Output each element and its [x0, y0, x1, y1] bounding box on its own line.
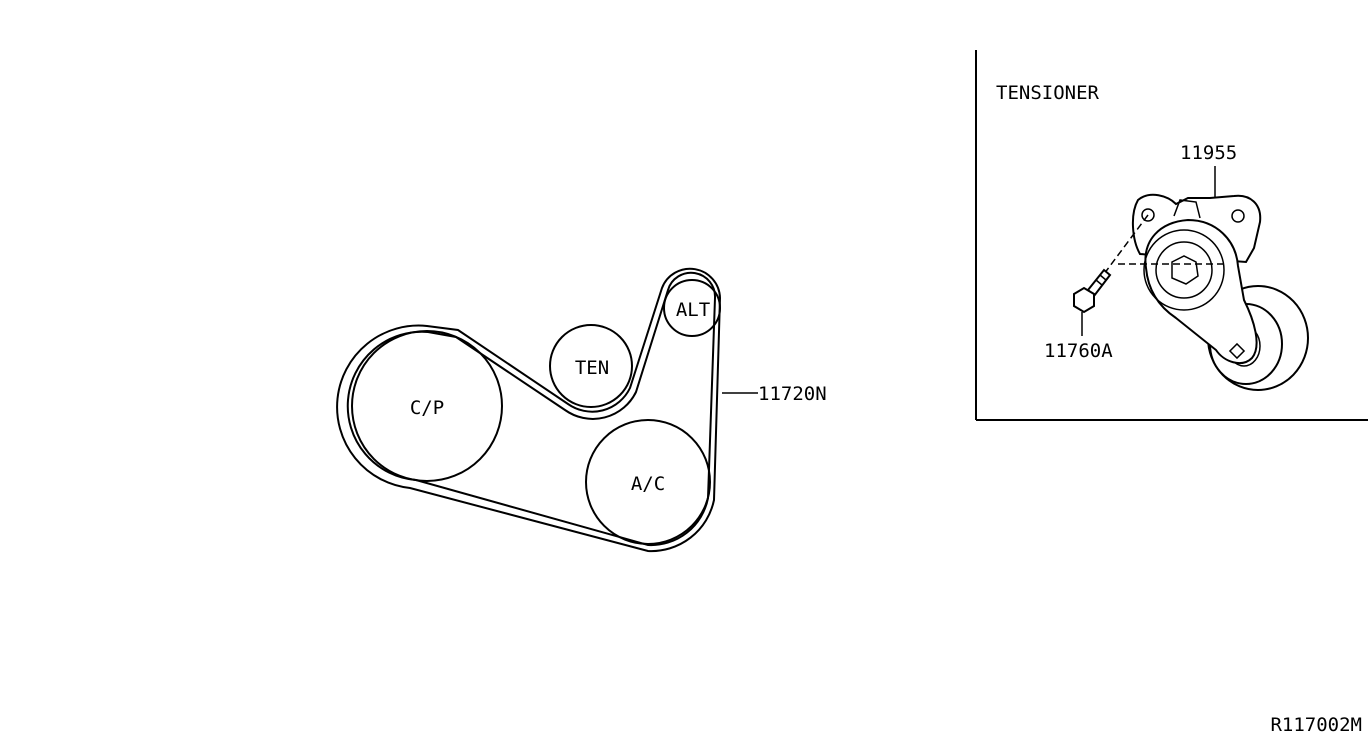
tensioner-arm-end-square — [1228, 342, 1246, 360]
tensioner-pulley: TEN — [549, 324, 633, 408]
tensioner-hex-center — [1171, 255, 1199, 285]
bolt-thread-2 — [1099, 274, 1107, 281]
diagram-code: R117002M — [1270, 714, 1362, 736]
bracket-center-lug — [1173, 199, 1201, 219]
alternator-pulley-circle — [663, 279, 721, 337]
crank-pulley-circle — [351, 330, 503, 482]
belt-part-number: 11720N — [758, 383, 827, 405]
crank-pulley: C/P — [351, 330, 503, 482]
tensioner-pulley-label: TEN — [575, 357, 609, 379]
tensioner-part-number: 11955 — [1180, 142, 1237, 164]
tensioner-body-inner — [1155, 241, 1213, 299]
bolt-head — [1073, 286, 1095, 314]
tensioner-body-circle — [1143, 229, 1225, 311]
bracket-hole-right — [1231, 209, 1245, 223]
crank-pulley-label: C/P — [410, 397, 444, 419]
tensioner-pulley-circle — [549, 324, 633, 408]
tensioner-assembly-drawing — [1097, 193, 1309, 391]
belt-callout: 11720N — [722, 383, 827, 405]
alternator-pulley-label: ALT — [676, 299, 710, 321]
tensioner-detail-box: TENSIONER 11955 — [975, 50, 1368, 421]
belt-inner-line — [346, 271, 717, 547]
alternator-pulley: ALT — [663, 279, 721, 337]
ac-pulley: A/C — [585, 419, 711, 545]
tensioner-bolt — [1073, 268, 1112, 336]
bolt-thread-1 — [1095, 279, 1103, 286]
detail-box-title: TENSIONER — [996, 82, 1100, 104]
bracket-hole-left — [1141, 208, 1155, 222]
belt-outer-line — [336, 267, 722, 553]
ac-pulley-circle — [585, 419, 711, 545]
drive-belt — [336, 267, 722, 553]
bolt-part-number: 11760A — [1044, 340, 1113, 362]
ac-pulley-label: A/C — [631, 473, 665, 495]
